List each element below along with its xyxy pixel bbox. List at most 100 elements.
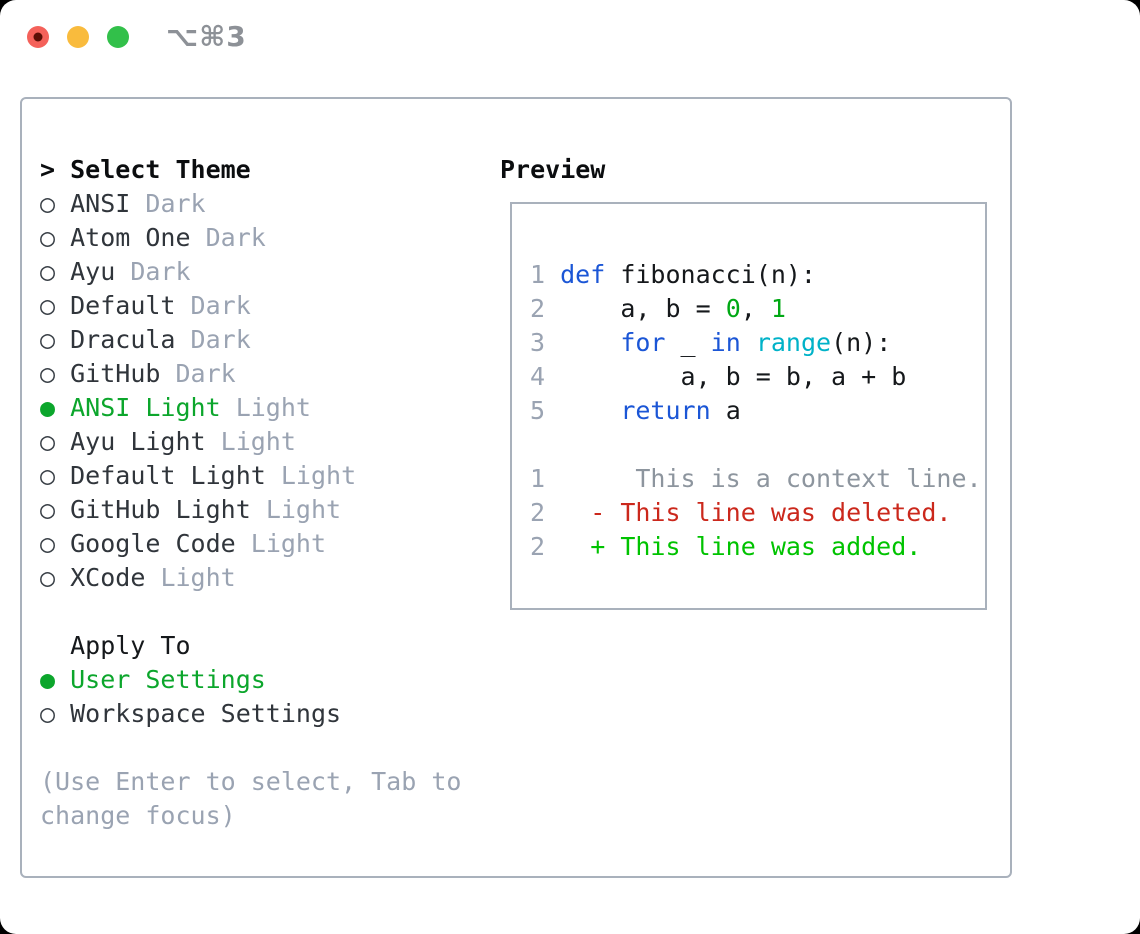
theme-variant: Dark: [205, 223, 266, 252]
theme-name: ANSI Light: [70, 393, 221, 422]
code-token-plain: a, b = b, a + b: [560, 362, 907, 391]
code-line: 1 This is a context line.: [530, 462, 985, 496]
theme-name: XCode: [70, 563, 146, 592]
radio-unselected-icon: ○: [40, 223, 56, 252]
maximize-button[interactable]: [107, 26, 129, 48]
code-token-keyword: for: [620, 328, 666, 357]
code-token-keyword: in: [710, 328, 741, 357]
theme-option-google-code[interactable]: ○ Google Code Light: [40, 527, 461, 561]
radio-unselected-icon: ○: [40, 699, 56, 728]
line-number: 1: [530, 260, 561, 289]
code-line: 2 - This line was deleted.: [530, 496, 985, 530]
code-line: 5 return a: [530, 394, 985, 428]
code-token-plain: _: [665, 328, 711, 357]
line-number: 3: [530, 328, 561, 357]
code-token-deleted: - This line was deleted.: [560, 498, 952, 527]
edited-indicator-dot: [33, 32, 43, 42]
theme-variant: Light: [235, 393, 311, 422]
code-token-number: 1: [770, 294, 786, 323]
code-line: [530, 428, 985, 462]
apply-option-workspace-settings[interactable]: ○ Workspace Settings: [40, 697, 461, 731]
line-number: 4: [530, 362, 561, 391]
focus-caret: >: [40, 155, 71, 184]
theme-option-ansi[interactable]: ○ ANSI Dark: [40, 187, 461, 221]
code-token-plain: ,: [740, 294, 771, 323]
theme-variant: Dark: [190, 325, 251, 354]
theme-variant: Dark: [190, 291, 251, 320]
theme-option-github-light[interactable]: ○ GitHub Light Light: [40, 493, 461, 527]
theme-variant: Light: [250, 529, 327, 558]
theme-name: Ayu: [70, 257, 116, 286]
close-button[interactable]: [27, 26, 49, 48]
radio-unselected-icon: ○: [40, 461, 56, 490]
line-number: 1: [530, 464, 561, 493]
code-line: 2 + This line was added.: [530, 530, 985, 564]
theme-name: Default: [70, 291, 176, 320]
radio-unselected-icon: ○: [40, 427, 56, 456]
radio-unselected-icon: ○: [40, 529, 56, 558]
theme-list-column: > Select Theme ○ ANSI Dark○ Atom One Dar…: [40, 153, 461, 833]
code-line: 1 def fibonacci(n):: [530, 258, 985, 292]
code-token-builtin: range: [755, 328, 832, 357]
theme-variant: Light: [220, 427, 296, 456]
apply-to-list: ● User Settings○ Workspace Settings: [40, 663, 461, 731]
code-line: 3 for _ in range(n):: [530, 326, 985, 360]
theme-variant: Dark: [145, 189, 206, 218]
code-token-plain: a: [710, 396, 741, 425]
line-number: 5: [530, 396, 561, 425]
minimize-button[interactable]: [67, 26, 89, 48]
radio-unselected-icon: ○: [40, 291, 56, 320]
radio-unselected-icon: ○: [40, 325, 56, 354]
theme-option-default[interactable]: ○ Default Dark: [40, 289, 461, 323]
code-token-added: + This line was added.: [560, 532, 922, 561]
help-text-line: (Use Enter to select, Tab to: [40, 767, 462, 796]
radio-unselected-icon: ○: [40, 359, 56, 388]
theme-variant: Dark: [130, 257, 191, 286]
radio-unselected-icon: ○: [40, 563, 56, 592]
preview-header: Preview: [500, 155, 606, 184]
theme-variant: Light: [160, 563, 236, 592]
select-theme-title: Select Theme: [70, 155, 251, 184]
code-token-plain: (n):: [831, 328, 892, 357]
theme-list: ○ ANSI Dark○ Atom One Dark○ Ayu Dark○ De…: [40, 187, 461, 595]
radio-unselected-icon: ○: [40, 257, 56, 286]
apply-option-user-settings[interactable]: ● User Settings: [40, 663, 461, 697]
theme-variant: Dark: [175, 359, 236, 388]
theme-name: Ayu Light: [70, 427, 206, 456]
theme-option-ayu-light[interactable]: ○ Ayu Light Light: [40, 425, 461, 459]
line-number: [530, 430, 545, 459]
theme-option-ayu[interactable]: ○ Ayu Dark: [40, 255, 461, 289]
code-token-context: This is a context line.: [560, 464, 982, 493]
theme-option-default-light[interactable]: ○ Default Light Light: [40, 459, 461, 493]
line-number: 2: [530, 532, 561, 561]
select-theme-header: > Select Theme: [40, 153, 461, 187]
theme-name: Dracula: [70, 325, 176, 354]
code-token-plain: [560, 328, 620, 357]
apply-to-header: Apply To: [70, 631, 191, 660]
theme-option-ansi-light[interactable]: ● ANSI Light Light: [40, 391, 461, 425]
theme-name: ANSI: [70, 189, 131, 218]
theme-selector-panel: > Select Theme ○ ANSI Dark○ Atom One Dar…: [20, 97, 1012, 878]
code-token-plain: [560, 396, 620, 425]
theme-option-github[interactable]: ○ GitHub Dark: [40, 357, 461, 391]
code-token-plain: a, b =: [560, 294, 726, 323]
theme-option-xcode[interactable]: ○ XCode Light: [40, 561, 461, 595]
theme-name: Default Light: [70, 461, 266, 490]
radio-selected-icon: ●: [40, 665, 56, 694]
code-token-keyword: return: [620, 396, 711, 425]
theme-option-dracula[interactable]: ○ Dracula Dark: [40, 323, 461, 357]
radio-unselected-icon: ○: [40, 495, 56, 524]
theme-option-atom-one[interactable]: ○ Atom One Dark: [40, 221, 461, 255]
code-token-plain: fibonacci(n):: [605, 260, 816, 289]
spacer: [40, 595, 461, 629]
radio-selected-icon: ●: [40, 393, 56, 422]
code-line: 2 a, b = 0, 1: [530, 292, 985, 326]
theme-variant: Light: [280, 461, 357, 490]
apply-option-label: User Settings: [70, 665, 266, 694]
code-token-keyword: def: [560, 260, 606, 289]
window-title: ⌥⌘3: [166, 20, 247, 53]
theme-name: GitHub Light: [70, 495, 251, 524]
